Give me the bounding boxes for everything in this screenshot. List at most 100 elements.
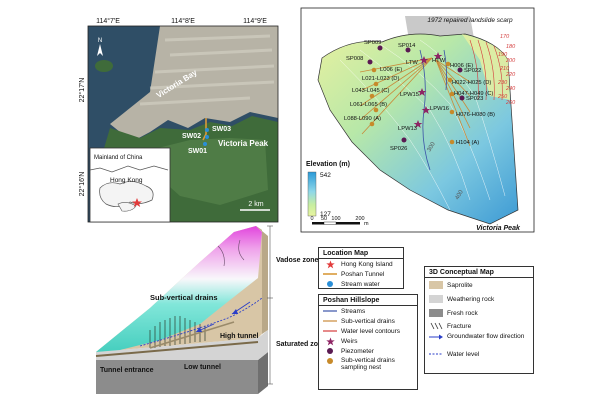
poshan-tunnel-path — [202, 118, 207, 141]
drain-nest-label: H047-H049 (C) — [454, 91, 493, 97]
fracture-line — [217, 245, 225, 267]
piezometer-label: SP009 — [364, 40, 381, 46]
nest-dot-icon — [322, 357, 338, 365]
nest-point — [373, 81, 379, 87]
contour-label: 210 — [499, 66, 510, 72]
sub-vertical-drain-lines — [359, 57, 471, 147]
contour-labels: 170 180 190 200 210 220 230 240 250 260 — [497, 34, 516, 106]
drain-nest-label: H076-H080 (B) — [456, 112, 495, 118]
lat-label-1: 22°17′N — [78, 78, 86, 103]
weathering-swatch-icon — [428, 295, 444, 303]
hk-island-star-icon — [132, 198, 142, 207]
stream-line-icon — [322, 307, 338, 315]
legend-item: Weathering rock — [425, 292, 533, 306]
drain-line — [361, 57, 433, 135]
hillslope-side-face — [256, 226, 268, 334]
lat-label-2: 22°16′N — [78, 172, 86, 197]
legend-label: Streams — [341, 307, 366, 315]
legend-label: Saprolite — [447, 281, 473, 289]
piezometer-label: SP014 — [398, 43, 416, 49]
scale-tick: 0 — [310, 216, 313, 222]
scale-unit: m — [364, 221, 369, 227]
legend-item: Weirs — [319, 336, 417, 346]
drain-nest-label: L006 (E) — [380, 67, 402, 73]
site-label-sw02: SW02 — [182, 133, 201, 140]
legend-item: Poshan Tunnel — [319, 269, 403, 279]
green-island — [95, 60, 113, 72]
contour-label: 260 — [505, 100, 516, 106]
nest-point — [445, 61, 451, 67]
legend-3d-conceptual: 3D Conceptual Map Saprolite Weathering r… — [424, 266, 534, 374]
nest-point — [369, 93, 375, 99]
flow-arrow-head — [196, 327, 202, 332]
weir-star-icon — [419, 56, 429, 64]
contour-label: 240 — [505, 86, 516, 92]
weir-label: LPW13 — [398, 126, 417, 132]
drains-label-3d: Sub-vertical drains — [150, 293, 218, 302]
legend-item: Sub-vertical drains — [319, 316, 417, 326]
legend-location-map: Location Map Hong Kong Island Poshan Tun… — [318, 247, 404, 289]
nest-point — [449, 109, 455, 115]
weir-star-icon — [417, 88, 427, 96]
elevation-title: Elevation (m) — [306, 161, 350, 168]
grey-contour-label-400: 400 — [455, 189, 466, 201]
stream-water-point — [205, 135, 209, 139]
lon-label-3: 114°9′E — [243, 17, 267, 25]
lon-label-2: 114°8′E — [171, 17, 195, 25]
weir-star-icon — [322, 336, 338, 345]
nest-point — [371, 67, 377, 73]
legend-label: Water level — [447, 350, 480, 358]
legend-label: Stream water — [341, 280, 380, 288]
legend-item: Piezometer — [319, 346, 417, 356]
north-label: N — [98, 38, 102, 44]
location-map: 114°7′E 114°8′E 114°9′E 22°17′N 22°16′N … — [78, 17, 279, 223]
weirs — [413, 52, 443, 128]
water-level-line — [139, 297, 263, 347]
location-scale-label: 2 km — [248, 201, 263, 208]
drain-line-icon — [322, 317, 338, 325]
legend-item: Hong Kong Island — [319, 259, 403, 269]
piezometer-dot-icon — [322, 347, 338, 355]
legend-item: Streams — [319, 306, 417, 316]
legend-label: Hong Kong Island — [341, 260, 393, 268]
weir-star-icon — [421, 106, 431, 114]
piezometer-point — [367, 59, 373, 65]
legend-item: Water level contours — [319, 326, 417, 336]
legend-item: Water level — [425, 349, 533, 359]
piezometer-point — [377, 45, 383, 51]
drain-line — [435, 59, 471, 147]
location-map-frame — [87, 25, 279, 223]
high-elevation-strip — [462, 34, 510, 100]
star-icon — [322, 259, 338, 268]
water-level-contours — [469, 39, 503, 101]
scale-tick: 50 — [321, 216, 327, 222]
nest-point — [369, 121, 375, 127]
water-level-contour — [493, 45, 503, 101]
weir-label: LPW16 — [430, 106, 449, 112]
site-map: 1972 repaired landslide scarp 300 400 17… — [300, 7, 535, 233]
peak-label-site: Victoria Peak — [476, 225, 521, 232]
legend-label: Sub-vertical drains — [341, 317, 395, 325]
contour-label: 250 — [497, 94, 508, 100]
north-arrow-icon: N — [97, 38, 103, 56]
piezometer-point — [401, 137, 407, 143]
site-labels: SP009 SP014 SP008 SP022 SP023 SP026 L006… — [344, 40, 495, 152]
high-tunnel-label: High tunnel — [220, 333, 259, 340]
drain-line — [435, 59, 471, 113]
nest-point — [449, 91, 455, 97]
drain-nest-label: L061-L065 (B) — [350, 102, 387, 108]
urban-texture — [139, 34, 275, 106]
contour-label: 220 — [505, 72, 516, 78]
legend-label: Fresh rock — [447, 309, 478, 317]
stream-water-point — [203, 142, 207, 146]
legend-item: Sub-vertical drains sampling nest — [319, 356, 417, 375]
fracture-line — [238, 239, 245, 261]
flow-arrow-icon — [428, 333, 444, 341]
water-level-contour — [469, 39, 479, 101]
drain-nest-label: H104 (A) — [456, 140, 479, 146]
legend-3d-title: 3D Conceptual Map — [425, 267, 533, 278]
hk-island-outline — [117, 202, 137, 212]
legend-poshan-title: Poshan Hillslope — [319, 295, 417, 306]
stream-water-dot-icon — [322, 280, 338, 288]
scale-tick: 200 — [355, 216, 364, 222]
